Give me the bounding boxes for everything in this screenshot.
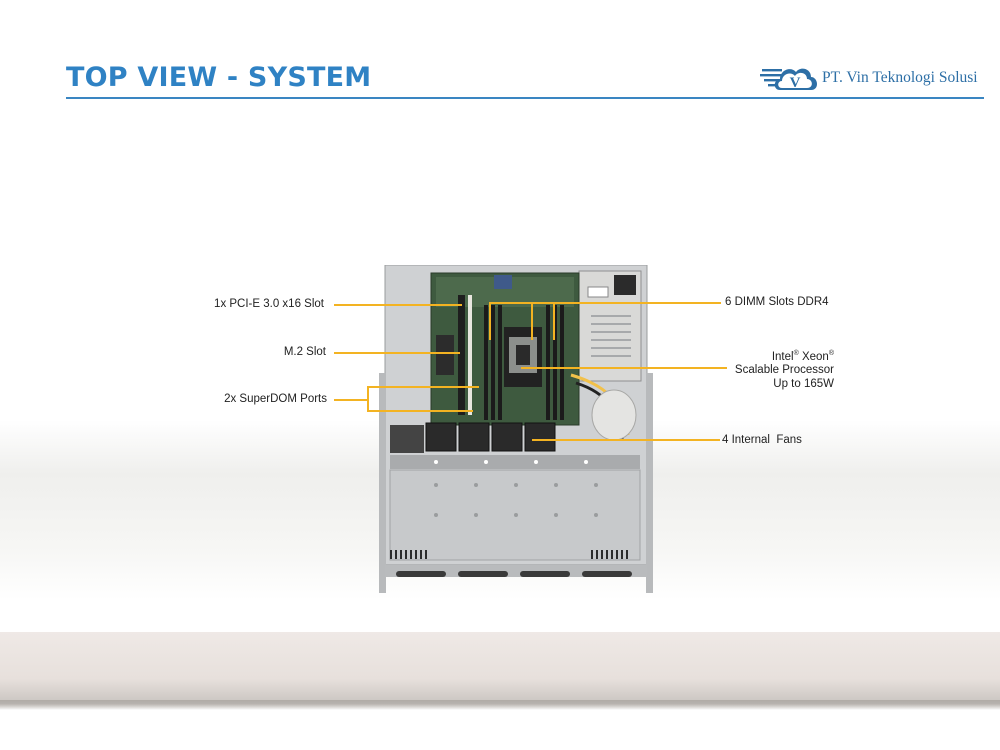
- floor-band: [0, 632, 1000, 710]
- logo-letter: V: [790, 75, 801, 91]
- label-processor-line3: Up to 165W: [773, 377, 834, 390]
- registered-mark: ®: [793, 350, 799, 357]
- label-dimm-slots: 6 DIMM Slots DDR4: [725, 296, 829, 308]
- leader-line-pcie: [334, 304, 462, 306]
- leader-line-superdom: [334, 399, 368, 401]
- label-superdom-ports: 2x SuperDOM Ports: [224, 393, 327, 405]
- leader-line-cpu: [521, 367, 727, 369]
- label-internal-fans: 4 Internal Fans: [722, 434, 802, 446]
- slide-title: TOP VIEW - SYSTEM: [66, 62, 372, 93]
- registered-mark-2: ®: [828, 350, 834, 357]
- cloud-logo-icon: V: [760, 68, 818, 91]
- company-name: PT. Vin Teknologi Solusi: [822, 69, 978, 86]
- label-processor-line2: Scalable Processor: [734, 364, 834, 377]
- title-rule: [66, 97, 984, 99]
- label-m2-slot: M.2 Slot: [283, 346, 326, 358]
- company-logo: V PT. Vin Teknologi Solusi: [760, 60, 990, 96]
- label-processor-model: Xeon: [801, 350, 829, 363]
- label-processor: Intel® Xeon® Scalable Processor Up to 16…: [735, 347, 834, 391]
- leader-drop-dimm-3: [553, 302, 555, 340]
- leader-drop-dimm-1: [489, 302, 491, 340]
- leader-line-fans: [532, 439, 720, 441]
- label-pcie-slot: 1x PCI-E 3.0 x16 Slot: [214, 298, 324, 310]
- label-processor-brand: Intel: [771, 350, 794, 363]
- leader-line-dimm: [489, 302, 721, 304]
- floor-shadow: [0, 700, 1000, 710]
- leader-line-superdom-top: [367, 386, 479, 388]
- bracket-superdom: [367, 387, 369, 411]
- leader-line-m2: [334, 352, 460, 354]
- leader-drop-dimm-2: [531, 302, 533, 340]
- server-top-view-image: [379, 265, 653, 593]
- leader-line-superdom-bottom: [367, 410, 473, 412]
